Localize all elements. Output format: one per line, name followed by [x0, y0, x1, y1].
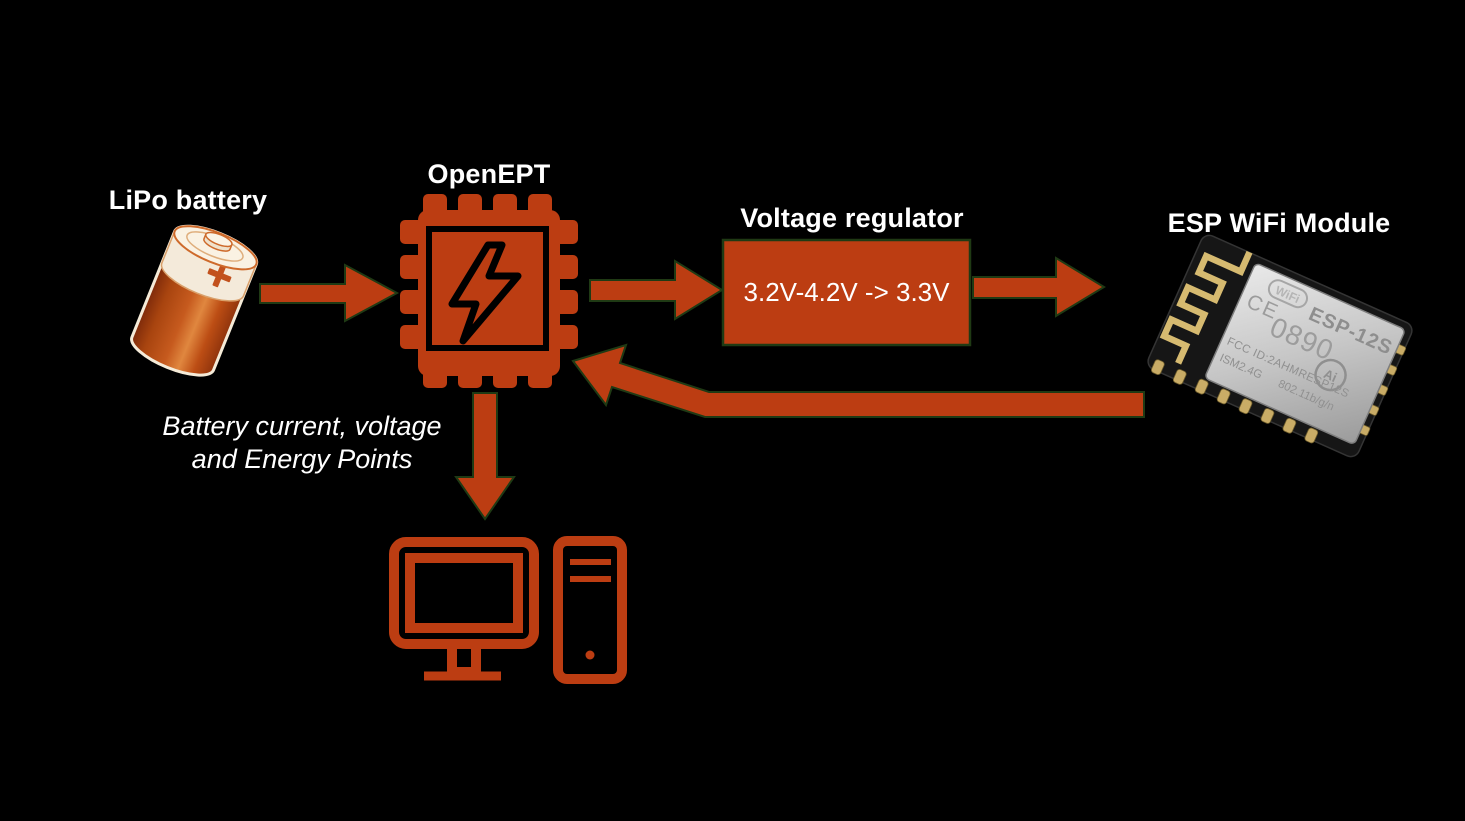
- caption-line-1: Battery current, voltage: [162, 411, 442, 441]
- voltage-regulator-box: [721, 238, 972, 347]
- caption-line-2: and Energy Points: [191, 444, 413, 474]
- esp-module-label: ESP WiFi Module: [1167, 208, 1391, 238]
- tower-outline: [553, 536, 627, 684]
- arrow-chip-to-regulator: [589, 259, 724, 321]
- monitor-screen: [405, 553, 523, 633]
- esp-shield: [1205, 263, 1405, 444]
- lightning-bolt-icon: [448, 241, 522, 345]
- voltage-regulator-value: 3.2V-4.2V -> 3.3V: [743, 277, 950, 307]
- data-flow-caption: Battery current, voltage and Energy Poin…: [162, 410, 441, 476]
- arrow-esp-to-chip: [571, 343, 1145, 418]
- computer-icon: [389, 536, 627, 684]
- esp-pins: [1150, 343, 1407, 444]
- battery-plus-sign: [207, 263, 232, 288]
- battery-icon: [130, 224, 259, 377]
- openept-label: OpenEPT: [427, 159, 551, 189]
- esp-module-photo: WiFi ESP-12S CE 0890 Ai FCC ID:2AHMRESP1…: [1147, 234, 1413, 458]
- arrow-regulator-to-esp: [972, 256, 1106, 318]
- ai-logo-circle: [1314, 358, 1347, 392]
- battery-label: LiPo battery: [108, 185, 268, 215]
- wifi-badge-outline: [1267, 279, 1309, 309]
- esp-antenna-trace: [1159, 250, 1253, 365]
- flow-arrows: [259, 256, 1145, 521]
- ai-logo-text: Ai: [1321, 366, 1339, 385]
- arrow-battery-to-chip: [259, 263, 400, 323]
- openept-chip-icon: [400, 194, 578, 388]
- voltage-regulator-label: Voltage regulator: [740, 203, 964, 233]
- tower-power-led: [585, 650, 595, 660]
- arrow-chip-to-computer: [454, 392, 516, 521]
- battery-terminal: [204, 231, 233, 248]
- monitor-stand: [447, 639, 481, 677]
